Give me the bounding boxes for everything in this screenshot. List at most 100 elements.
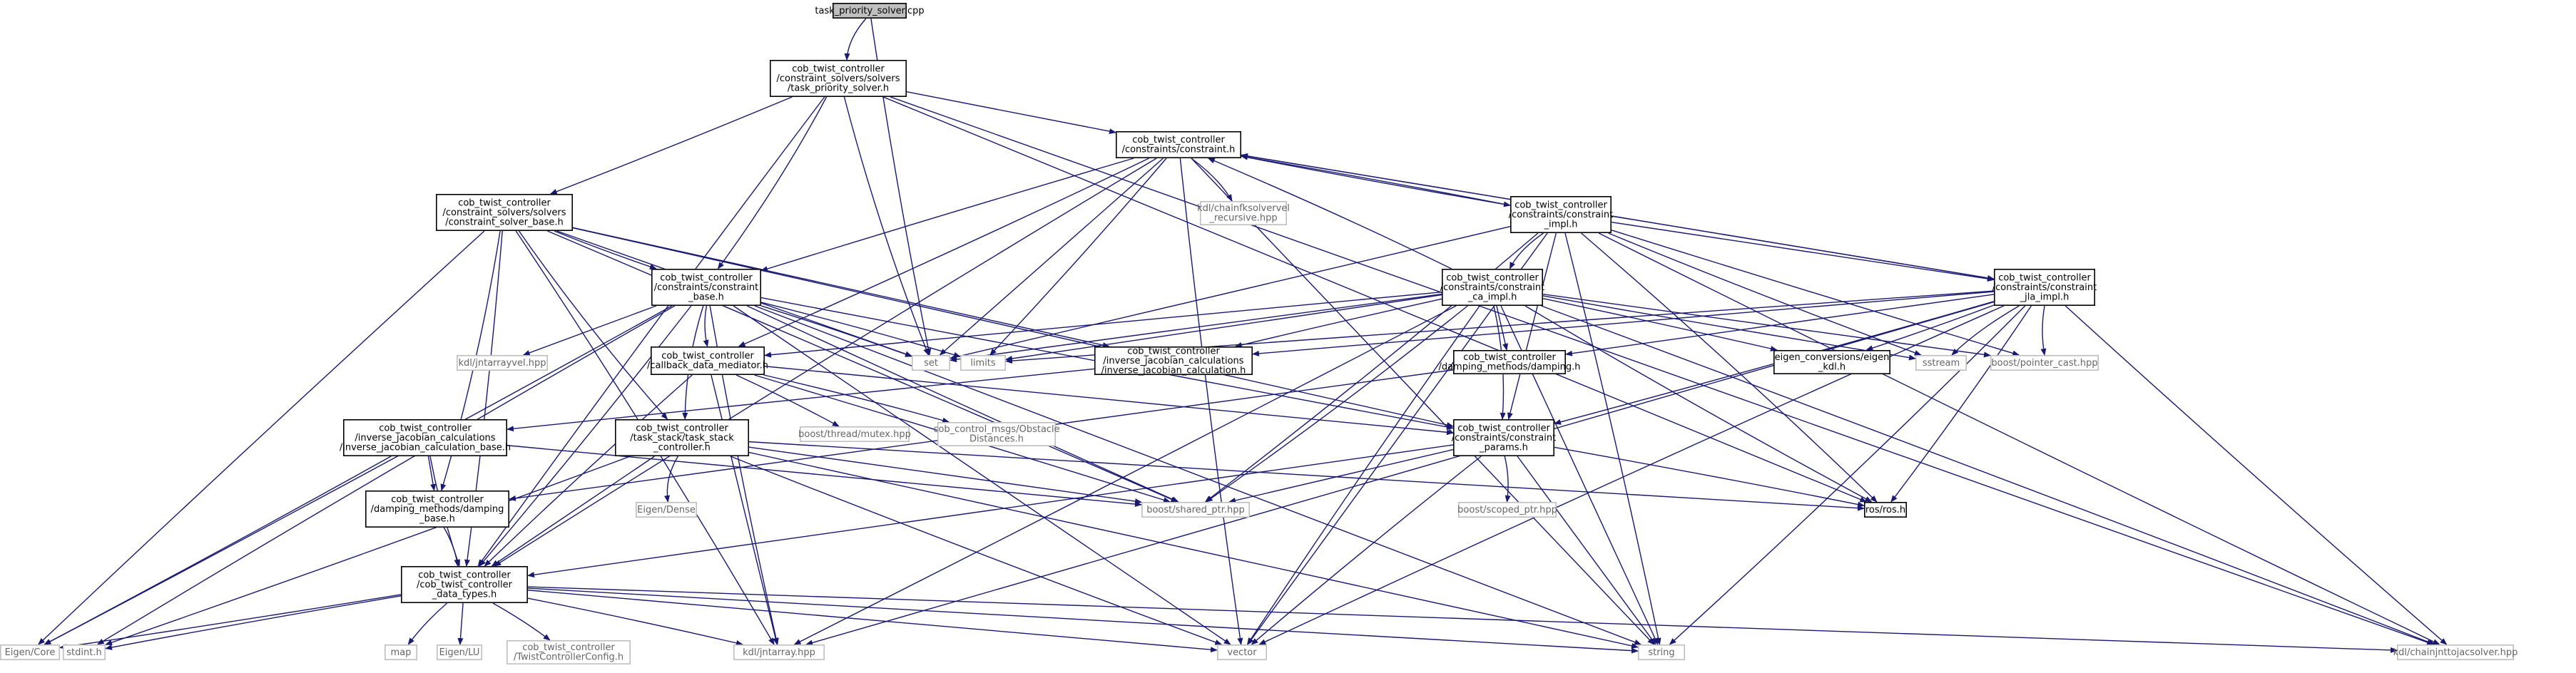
edge-dtypes-to-tcc xyxy=(492,602,551,641)
node-box xyxy=(1864,501,1908,518)
edge-cimpl-to-kdlc2j xyxy=(1598,232,2440,645)
node-limits[interactable]: limits xyxy=(960,354,1007,371)
node-label-line: cob_twist_controller xyxy=(1127,346,1220,356)
node-label-line: /constraint_solvers/solvers xyxy=(776,73,900,84)
node-tcc[interactable]: cob_twist_controller/TwistControllerConf… xyxy=(506,639,631,664)
node-label-line: /inverse_jacobian_calculations xyxy=(1103,356,1243,366)
node-box xyxy=(1094,346,1253,375)
node-label-line: /inverse_jacobian_calculations xyxy=(355,433,495,443)
node-label-line: /TwistControllerConfig.h xyxy=(514,652,623,663)
edge-ijcb-to-bsp xyxy=(506,445,1142,508)
edge-caimpl-to-limits xyxy=(1005,294,1442,361)
node-eiglu[interactable]: Eigen/LU xyxy=(436,644,482,660)
node-stdint[interactable]: stdint.h xyxy=(63,644,106,660)
node-box xyxy=(1453,349,1567,374)
edge-constraint-to-vector xyxy=(1179,158,1243,645)
node-label-line: _controller.h xyxy=(653,442,711,453)
node-dmpd[interactable]: cob_twist_controller/damping_methods/dam… xyxy=(1438,349,1581,374)
node-kdlc2j[interactable]: kdl/chainjnttojacsolver.hpp xyxy=(2393,644,2518,660)
edge-cbase-to-limits xyxy=(760,302,961,358)
edge-cimpl-to-constraint xyxy=(1241,154,1511,206)
node-ijc[interactable]: cob_twist_controller/inverse_jacobian_ca… xyxy=(1094,346,1253,376)
edge-cimpl-to-caimpl xyxy=(1509,232,1544,269)
node-cbase[interactable]: cob_twist_controller/constraints/constra… xyxy=(651,268,761,306)
node-label-line: cob_twist_controller xyxy=(391,494,484,505)
node-label-line: cob_twist_controller xyxy=(458,197,551,208)
node-box xyxy=(770,60,907,98)
node-ros[interactable]: ros/ros.h xyxy=(1864,501,1908,518)
node-box xyxy=(436,644,482,660)
node-kdljntvel[interactable]: kdl/jntarrayvel.hpp xyxy=(456,354,548,371)
node-label-line: Eigen/Core xyxy=(5,647,56,658)
edge-constraint-to-set xyxy=(939,158,1164,356)
edge-tsc-to-bsp xyxy=(748,446,1142,505)
edge-dtypes-to-vector xyxy=(527,590,1218,653)
node-bsp[interactable]: boost/shared_ptr.hpp xyxy=(1141,501,1251,518)
node-box xyxy=(1453,418,1555,456)
node-map[interactable]: map xyxy=(384,644,417,660)
node-box xyxy=(435,193,573,231)
edge-ijc-to-ijcb xyxy=(506,368,1095,432)
node-label-line: boost/scoped_ptr.hpp xyxy=(1457,505,1557,515)
node-cparams[interactable]: cob_twist_controller/constraints/constra… xyxy=(1452,418,1556,456)
edge-tps-to-cbase xyxy=(717,96,828,269)
edge-cimpl-to-bpc xyxy=(1611,230,2020,356)
edge-csb-to-eigcore xyxy=(38,230,485,645)
edge-constraint-to-cdm xyxy=(738,158,1149,347)
node-label-line: /constraints/constraint xyxy=(1509,210,1613,220)
edge-dtypes-to-eiglu xyxy=(457,602,464,645)
node-label-line: /constraints/constraint xyxy=(1440,282,1544,293)
node-layer: task_priority_solver.cpp cob_twist_contro… xyxy=(0,3,2518,664)
node-cimpl[interactable]: cob_twist_controller/constraints/constra… xyxy=(1509,195,1613,233)
node-label-line: _recursive.hpp xyxy=(1208,213,1277,224)
edge-cbase-to-set xyxy=(760,305,912,357)
node-box xyxy=(342,418,507,456)
node-ijcb[interactable]: cob_twist_controller/inverse_jacobian_ca… xyxy=(340,418,511,456)
node-label-line: Distances.h xyxy=(969,434,1024,445)
node-label-line: limits xyxy=(970,358,996,369)
node-btm[interactable]: boost/thread/mutex.hpp xyxy=(798,426,911,442)
node-caimpl[interactable]: cob_twist_controller/constraints/constra… xyxy=(1440,268,1544,306)
node-bscp[interactable]: boost/scoped_ptr.hpp xyxy=(1457,501,1557,518)
node-sstream[interactable]: sstream xyxy=(1915,354,1967,371)
edge-cdm-to-dtypes xyxy=(484,374,693,567)
edge-cimpl-to-ros xyxy=(1581,232,1878,503)
node-constraint[interactable]: cob_twist_controller/constraints/constra… xyxy=(1116,131,1242,159)
edge-caimpl-to-dmpd xyxy=(1496,305,1509,351)
node-dtypes[interactable]: cob_twist_controller/cob_twist_controlle… xyxy=(400,565,528,603)
node-dmpb[interactable]: cob_twist_controller/damping_methods/dam… xyxy=(365,490,509,528)
node-label-line: cob_twist_controller xyxy=(522,642,615,653)
node-label-line: ros/ros.h xyxy=(1865,505,1905,515)
edge-cimpl-to-string xyxy=(1564,232,1661,645)
edge-root-to-tps xyxy=(844,18,867,61)
node-label-line: map xyxy=(391,647,412,658)
node-set[interactable]: set xyxy=(912,354,951,371)
node-eigdense[interactable]: Eigen/Dense xyxy=(635,501,697,518)
node-jlaimpl[interactable]: cob_twist_controller/constraints/constra… xyxy=(1992,268,2097,306)
edge-tsc-to-vector xyxy=(730,456,1223,645)
node-kdljnt[interactable]: kdl/jntarray.hpp xyxy=(733,644,825,660)
node-tps[interactable]: cob_twist_controller/constraint_solvers/… xyxy=(770,60,907,98)
node-eigkdl[interactable]: eigen_conversions/eigen_kdl.h xyxy=(1773,349,1891,374)
edge-constraint-to-cbase xyxy=(760,158,1134,272)
node-bpc[interactable]: boost/pointer_cast.hpp xyxy=(1990,354,2099,371)
node-eigcore[interactable]: Eigen/Core xyxy=(0,644,61,660)
node-vector[interactable]: vector xyxy=(1217,644,1268,660)
node-tsc[interactable]: cob_twist_controller/task_stack/task_sta… xyxy=(614,418,749,456)
node-box xyxy=(733,644,825,660)
node-box xyxy=(1915,354,1967,371)
node-label-line: string xyxy=(1648,647,1674,658)
node-label-line: _kdl.h xyxy=(1818,362,1846,373)
edge-caimpl-to-kdljnt xyxy=(793,305,1457,645)
node-csb[interactable]: cob_twist_controller/constraint_solvers/… xyxy=(435,193,573,231)
node-string[interactable]: string xyxy=(1638,644,1686,660)
node-label-line: kdl/jntarrayvel.hpp xyxy=(459,358,546,369)
edge-jlaimpl-to-kdlc2j xyxy=(2065,305,2448,645)
node-cdm[interactable]: cob_twist_controller/callback_data_media… xyxy=(647,346,768,375)
edge-tps-to-csb xyxy=(549,96,793,195)
node-root[interactable]: task_priority_solver.cpp xyxy=(815,3,925,19)
node-kdlrec[interactable]: kdl/chainfksolvervel_recursive.hpp xyxy=(1197,200,1290,225)
node-box xyxy=(1200,200,1288,225)
node-label-line: /inverse_jacobian_calculation.h xyxy=(1101,365,1246,376)
